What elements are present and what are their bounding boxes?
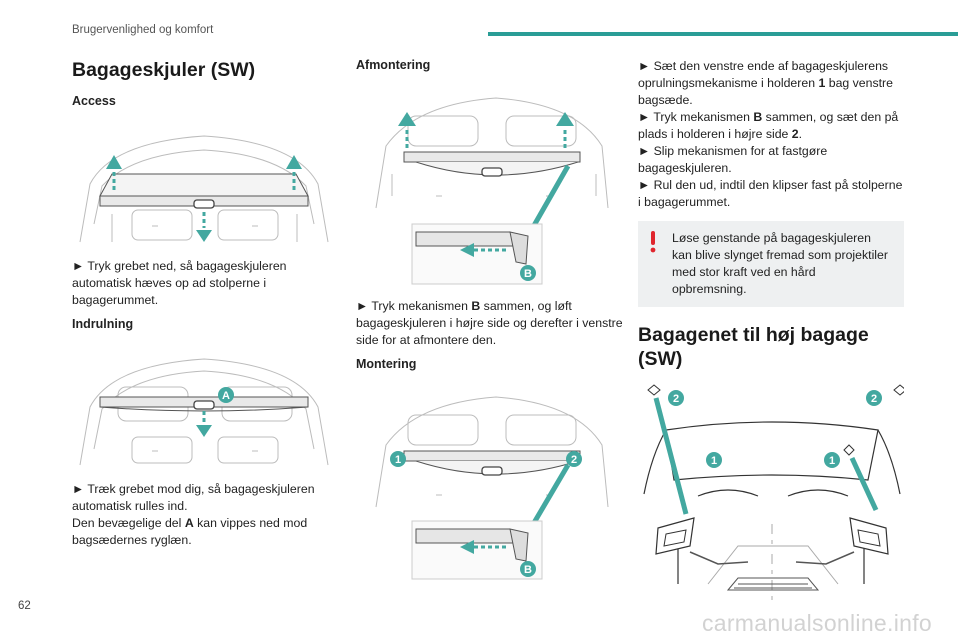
middle-column: Afmontering [356, 58, 624, 581]
step-4: ► Rul den ud, indtil den klipser fast på… [638, 178, 903, 209]
step-3: ► Slip mekanismen for at fastgøre bagage… [638, 144, 828, 175]
callout-A: A [222, 390, 230, 402]
figure-cover-mounting: 1 2 B [356, 385, 624, 581]
step-1: ► Sæt den venstre ende af bagageskjulere… [638, 59, 893, 107]
removal-heading: Afmontering [356, 58, 431, 72]
callout-1: 1 [395, 454, 401, 466]
right-column: ► Sæt den venstre ende af bagageskjulere… [638, 58, 904, 606]
callout-B: B [524, 268, 532, 280]
warning-exclamation-icon [650, 231, 656, 253]
callout-B-mount: B [524, 564, 532, 576]
running-header: Brugervenlighed og komfort [72, 24, 214, 36]
figure-luggage-net: 2 2 1 1 [638, 384, 904, 606]
left-column: Bagageskjuler (SW) Access [72, 58, 337, 549]
header-accent-bar [488, 32, 958, 36]
net-callout-1-left: 1 [711, 455, 717, 467]
figure-cover-raise [72, 114, 337, 250]
callout-2: 2 [571, 454, 577, 466]
figure-cover-rollin: A [72, 345, 337, 471]
figure-cover-removal: B [356, 86, 624, 286]
access-heading: Access [72, 94, 116, 109]
warning-box: Løse genstande på bagageskjuleren kan bl… [638, 221, 904, 307]
section-title: Bagageskjuler (SW) [72, 59, 256, 81]
step-2: ► Tryk mekanismen B sammen, og sæt den p… [638, 110, 899, 141]
access-text: ► Tryk grebet ned, så bagageskjuleren au… [72, 259, 287, 308]
net-callout-2-right: 2 [871, 393, 877, 405]
page-number: 62 [18, 600, 31, 612]
warning-text: Løse genstande på bagageskjuleren kan bl… [672, 231, 888, 296]
watermark: carmanualsonline.info [701, 610, 932, 636]
rolling-text-1: ► Træk grebet mod dig, så bagageskjulere… [72, 482, 315, 514]
net-callout-2-left: 2 [673, 393, 679, 405]
mounting-heading: Montering [356, 357, 417, 371]
net-title: Bagagenet til høj bagage (SW) [638, 324, 869, 371]
net-callout-1-right: 1 [829, 455, 835, 467]
rolling-text-2: Den bevægelige del A kan vippes ned mod … [72, 516, 308, 548]
removal-text: ► Tryk mekanismen B sammen, og løft baga… [356, 299, 623, 347]
rolling-heading: Indrulning [72, 317, 134, 332]
